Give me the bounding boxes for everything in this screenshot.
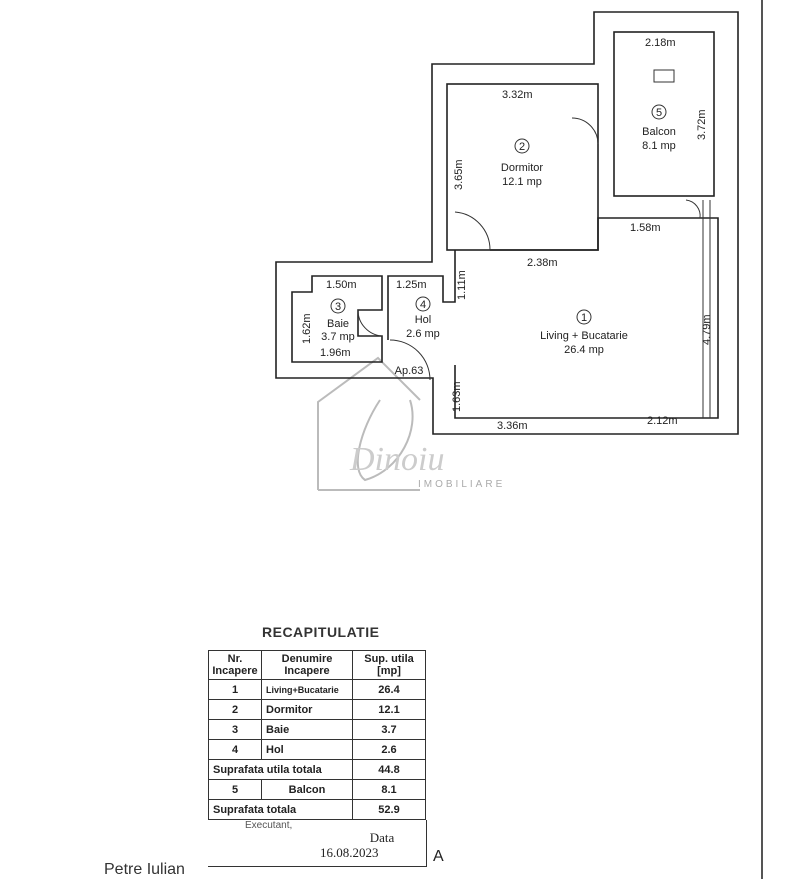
- watermark-brand: Dinoiu: [349, 441, 444, 478]
- room-label-5: 5 Balcon 8.1 mp: [642, 104, 676, 152]
- room-label-3: 3 Baie 3.7 mp: [321, 298, 355, 343]
- signer-name: Petre Iulian: [104, 861, 185, 878]
- dim-living-height: 4.79m: [701, 314, 713, 345]
- room-hol: [387, 250, 456, 340]
- cell-nr: 4: [208, 739, 262, 760]
- room-label-4: 4 Hol 2.6 mp: [406, 296, 440, 340]
- dim-dormitor-height: 3.65m: [453, 159, 465, 190]
- cell-area: 2.6: [352, 739, 426, 760]
- outer-wall: [275, 11, 739, 435]
- dim-baie-top: 1.50m: [326, 279, 357, 291]
- dim-baie-bottom: 1.96m: [320, 347, 351, 359]
- door-entry: [389, 339, 431, 381]
- table-row: 2 Dormitor 12.1: [208, 699, 426, 720]
- svg-text:5: 5: [656, 107, 662, 119]
- dim-living-top-mid: 2.38m: [527, 257, 558, 269]
- subtotal-value: 44.8: [352, 759, 426, 780]
- svg-text:Balcon: Balcon: [642, 126, 676, 138]
- stamp-letter: A: [433, 848, 444, 865]
- watermark-logo: Dinoiu IMOBILIARE: [317, 356, 505, 491]
- apartment-label: Ap.63: [395, 365, 424, 377]
- subtotal-label: Suprafata utila totala: [208, 759, 353, 780]
- total-row: Suprafata totala 52.9: [208, 799, 426, 820]
- cell-name: Balcon: [261, 779, 353, 800]
- header-area: Sup. utila [mp]: [352, 650, 426, 680]
- room-balcon: [613, 31, 715, 197]
- dim-living-bottom: 3.36m: [497, 420, 528, 432]
- subtotal-row: Suprafata utila totala 44.8: [208, 759, 426, 780]
- room-label-1: 1 Living + Bucatarie 26.4 mp: [540, 309, 628, 356]
- cell-area: 26.4: [352, 679, 426, 700]
- svg-text:Dormitor: Dormitor: [501, 162, 544, 174]
- cell-area: 12.1: [352, 699, 426, 720]
- table-row: 1 Living+Bucatarie 26.4: [208, 679, 426, 700]
- total-label: Suprafata totala: [208, 799, 353, 820]
- svg-text:8.1 mp: 8.1 mp: [642, 140, 676, 152]
- svg-text:Baie: Baie: [327, 318, 349, 330]
- date-label: Data: [369, 830, 395, 845]
- dim-living-bottom-right: 2.12m: [647, 415, 678, 427]
- svg-text:3: 3: [335, 301, 341, 313]
- svg-text:12.1 mp: 12.1 mp: [502, 176, 542, 188]
- cell-area: 8.1: [352, 779, 426, 800]
- balcon-fixture: [653, 69, 675, 83]
- cell-name: Dormitor: [261, 699, 353, 720]
- dim-entry-height: 1.63m: [451, 381, 463, 412]
- dim-dormitor-width: 3.32m: [502, 89, 533, 101]
- cell-nr: 2: [208, 699, 262, 720]
- header-nr: Nr. Incapere: [208, 650, 262, 680]
- dim-baie-height: 1.62m: [301, 313, 313, 344]
- recap-title: RECAPITULATIE: [262, 624, 380, 640]
- svg-text:4: 4: [420, 299, 426, 311]
- total-value: 52.9: [352, 799, 426, 820]
- door-living-balcon: [685, 199, 701, 219]
- cell-name: Hol: [261, 739, 353, 760]
- door-dormitor: [454, 211, 491, 251]
- cell-nr: 3: [208, 719, 262, 740]
- cell-area: 3.7: [352, 719, 426, 740]
- cell-name: Living+Bucatarie: [261, 679, 353, 700]
- room-living: [454, 217, 719, 419]
- dim-hol-height: 1.11m: [456, 270, 468, 300]
- cell-nr: 1: [208, 679, 262, 700]
- table-row: 3 Baie 3.7: [208, 719, 426, 740]
- svg-text:2.6 mp: 2.6 mp: [406, 328, 440, 340]
- svg-text:Hol: Hol: [415, 314, 432, 326]
- header-name: Denumire Incapere: [261, 650, 353, 680]
- cell-name: Baie: [261, 719, 353, 740]
- dim-balcon-width: 2.18m: [645, 37, 676, 49]
- room-label-2: 2 Dormitor 12.1 mp: [501, 138, 544, 188]
- svg-text:26.4 mp: 26.4 mp: [564, 344, 604, 356]
- door-baie: [357, 309, 383, 337]
- watermark-subtitle: IMOBILIARE: [418, 479, 505, 490]
- table-header: Nr. Incapere Denumire Incapere Sup. util…: [208, 650, 426, 680]
- dim-hol-top: 1.25m: [396, 279, 427, 291]
- recap-table: Nr. Incapere Denumire Incapere Sup. util…: [208, 650, 426, 820]
- page-border: [761, 0, 763, 879]
- table-row: 4 Hol 2.6: [208, 739, 426, 760]
- svg-text:2: 2: [519, 141, 525, 153]
- dim-balcon-height: 3.72m: [696, 109, 708, 140]
- svg-text:1: 1: [581, 312, 587, 324]
- executant-label: Executant,: [245, 820, 293, 831]
- cell-nr: 5: [208, 779, 262, 800]
- table-row: 5 Balcon 8.1: [208, 779, 426, 800]
- svg-text:3.7 mp: 3.7 mp: [321, 331, 355, 343]
- dim-living-top-right: 1.58m: [630, 222, 661, 234]
- date-value: 16.08.2023: [320, 845, 379, 860]
- svg-text:Living + Bucatarie: Living + Bucatarie: [540, 330, 628, 342]
- door-balcon: [571, 117, 599, 145]
- footer-box: [208, 820, 427, 867]
